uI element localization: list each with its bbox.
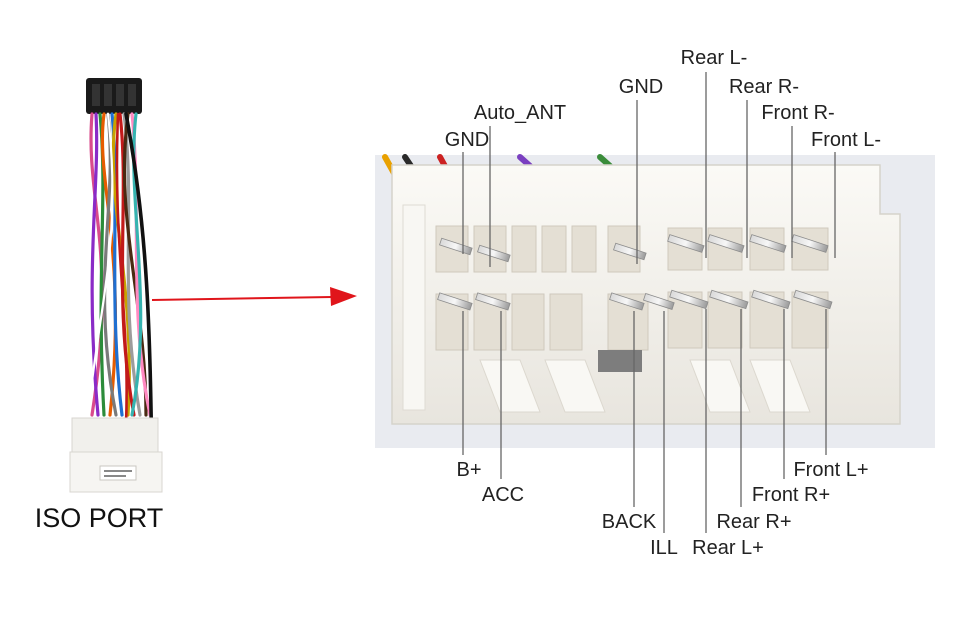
label-rear-l-minus: Rear L- [681,47,748,69]
iso-port-title: ISO PORT [35,503,164,533]
label-front-r-minus: Front R- [761,102,834,124]
label-gnd-mid: GND [619,76,663,98]
wire-harness-image [69,78,163,493]
top-pin-labels: GND Auto_ANT GND Rear L- Rear R- Front R… [445,47,881,151]
upper-pins [439,234,829,263]
label-rear-r-minus: Rear R- [729,76,799,98]
arrow-head [330,287,357,306]
iso-plug-top [71,417,159,459]
label-front-l-minus: Front L- [811,129,881,151]
label-front-l-plus: Front L+ [793,459,868,481]
harness-wires [86,112,154,472]
pointer-arrow [151,287,357,306]
connector-closeup-image [375,154,935,448]
label-back: BACK [602,511,657,533]
lower-cavities [435,291,829,351]
arrow-shaft [151,296,333,301]
label-rear-r-plus: Rear R+ [716,511,791,533]
label-front-r-plus: Front R+ [752,484,830,506]
leader-lines [462,72,836,533]
bottom-pin-labels: B+ ACC BACK ILL Rear L+ Rear R+ Front R+… [456,459,868,559]
label-gnd-left: GND [445,129,489,151]
lower-pins [437,289,833,311]
iso-plug-bottom [69,451,163,493]
bottom-ramps [479,359,811,413]
label-b-plus: B+ [456,459,481,481]
label-ill: ILL [650,537,678,559]
upper-cavities [435,225,829,273]
label-rear-l-plus: Rear L+ [692,537,764,559]
label-auto-ant: Auto_ANT [474,102,566,124]
latch-window [598,350,642,372]
label-acc: ACC [482,484,524,506]
